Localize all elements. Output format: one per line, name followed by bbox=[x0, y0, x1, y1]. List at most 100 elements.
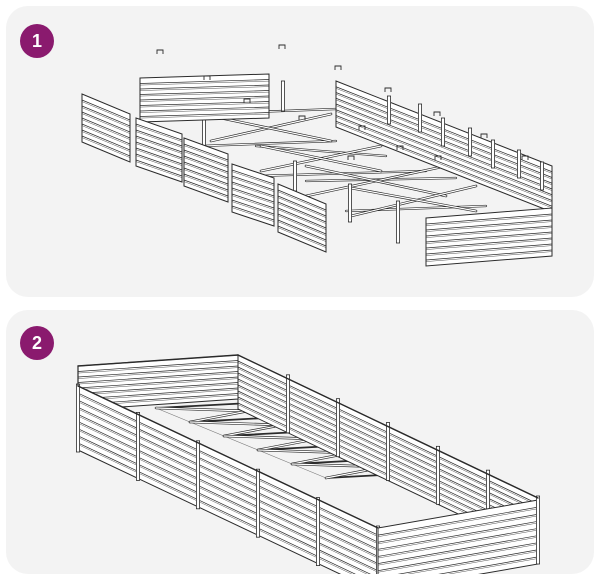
panel-rib bbox=[77, 406, 139, 437]
step-2-badge: 2 bbox=[20, 326, 54, 360]
panel-rib bbox=[183, 161, 229, 179]
panel-rib bbox=[335, 115, 553, 201]
panel-rib bbox=[377, 520, 539, 550]
panel-rib-shadow bbox=[135, 125, 183, 142]
panel-rib bbox=[139, 112, 270, 117]
panel-rib bbox=[137, 435, 199, 465]
panel-rib bbox=[135, 135, 183, 153]
panel-rib-shadow bbox=[257, 522, 319, 552]
back-wall-post bbox=[385, 422, 390, 481]
wall-post bbox=[386, 95, 391, 125]
panel-rib bbox=[335, 109, 553, 196]
step-2-panel: 2 bbox=[6, 310, 594, 574]
panel-rib bbox=[317, 549, 371, 574]
panel-rib bbox=[77, 442, 139, 472]
bolt-bracket bbox=[396, 145, 404, 150]
back-wall-post bbox=[285, 374, 290, 434]
panel-rib-shadow bbox=[425, 233, 553, 244]
loose-post bbox=[292, 160, 297, 192]
panel-rib-shadow bbox=[277, 197, 327, 218]
panel-rib-shadow bbox=[139, 86, 270, 91]
panel-rib bbox=[277, 207, 327, 229]
panel-rib bbox=[81, 117, 131, 139]
panel-rib bbox=[425, 213, 553, 225]
panel-rib-shadow bbox=[407, 551, 539, 574]
panel-rib bbox=[139, 84, 270, 90]
panel-rib-shadow bbox=[277, 215, 327, 236]
panel-rib bbox=[197, 470, 259, 500]
panel-rib-shadow bbox=[425, 245, 553, 256]
brace-core bbox=[350, 187, 477, 212]
wall-post bbox=[516, 149, 521, 179]
loose-post bbox=[347, 183, 352, 223]
panel-rib bbox=[137, 449, 199, 479]
panel-rib-shadow bbox=[317, 515, 379, 545]
bolt-bracket bbox=[521, 155, 529, 160]
panel-rib bbox=[231, 193, 275, 209]
panel-rib-shadow bbox=[77, 408, 139, 438]
panel-rib-shadow bbox=[77, 367, 239, 379]
panel-rib-shadow bbox=[317, 536, 379, 566]
panel-rib-shadow bbox=[377, 536, 539, 566]
panel-rib-shadow bbox=[317, 550, 368, 574]
panel-rib bbox=[77, 392, 139, 422]
panel-rib bbox=[135, 147, 183, 165]
panel-rib-shadow bbox=[317, 529, 379, 559]
panel-rib bbox=[183, 149, 229, 167]
panel-rib bbox=[377, 506, 539, 536]
panel-rib-shadow bbox=[81, 125, 131, 146]
panel-rib bbox=[317, 534, 379, 564]
panel-rib-shadow bbox=[81, 113, 131, 134]
panel-rib-shadow bbox=[425, 239, 553, 250]
panel-rib-shadow bbox=[197, 458, 259, 488]
panel-rib bbox=[139, 95, 270, 101]
wall-post bbox=[440, 117, 445, 147]
panel-rib bbox=[425, 225, 553, 237]
panel-rib-shadow bbox=[77, 401, 139, 431]
panel-rib bbox=[257, 492, 319, 522]
panel-rib-shadow bbox=[335, 122, 553, 209]
panel-rib bbox=[81, 99, 131, 121]
panel-rib-shadow bbox=[257, 501, 319, 530]
bolt-bracket bbox=[433, 111, 441, 116]
panel-rib-shadow bbox=[77, 383, 239, 396]
brace-core bbox=[305, 165, 447, 197]
panel-rib bbox=[183, 179, 229, 197]
panel-rib bbox=[81, 105, 131, 127]
panel-rib-shadow bbox=[257, 508, 319, 537]
panel-rib-shadow bbox=[81, 107, 131, 128]
panel-rib-shadow bbox=[277, 221, 327, 242]
panel-rib bbox=[137, 470, 199, 501]
panel-rib bbox=[317, 506, 379, 536]
panel-rib bbox=[438, 556, 539, 574]
panel-rib-shadow bbox=[183, 157, 229, 174]
panel-rib-shadow bbox=[335, 105, 553, 191]
front-wall-post bbox=[255, 468, 260, 538]
frame-rail-core bbox=[345, 205, 487, 212]
bolt-bracket bbox=[278, 44, 286, 49]
panel-rib bbox=[139, 90, 270, 95]
panel-rib bbox=[135, 153, 183, 171]
panel-rib-shadow bbox=[137, 437, 199, 466]
panel-rib bbox=[277, 219, 327, 241]
panel-rib bbox=[317, 527, 379, 557]
panel-rib-shadow bbox=[183, 175, 229, 192]
panel-rib-shadow bbox=[139, 102, 270, 108]
panel-rib bbox=[377, 513, 539, 543]
panel-rib-shadow bbox=[335, 111, 553, 197]
panel-rib bbox=[137, 421, 199, 451]
panel-rib bbox=[277, 189, 327, 211]
bolt-bracket bbox=[358, 125, 366, 130]
panel-rib-shadow bbox=[81, 137, 131, 158]
panel-rib-shadow bbox=[183, 163, 229, 180]
panel-rib bbox=[335, 120, 553, 207]
front-wall-post bbox=[76, 383, 81, 453]
wall-post bbox=[490, 139, 495, 169]
panel-rib-shadow bbox=[183, 151, 229, 168]
step-1-badge: 1 bbox=[20, 24, 54, 58]
panel-rib bbox=[425, 231, 553, 243]
frame-rail-core bbox=[255, 145, 387, 157]
front-wall-post bbox=[135, 412, 140, 481]
panel-rib bbox=[183, 143, 229, 161]
panel-rib bbox=[77, 435, 139, 465]
